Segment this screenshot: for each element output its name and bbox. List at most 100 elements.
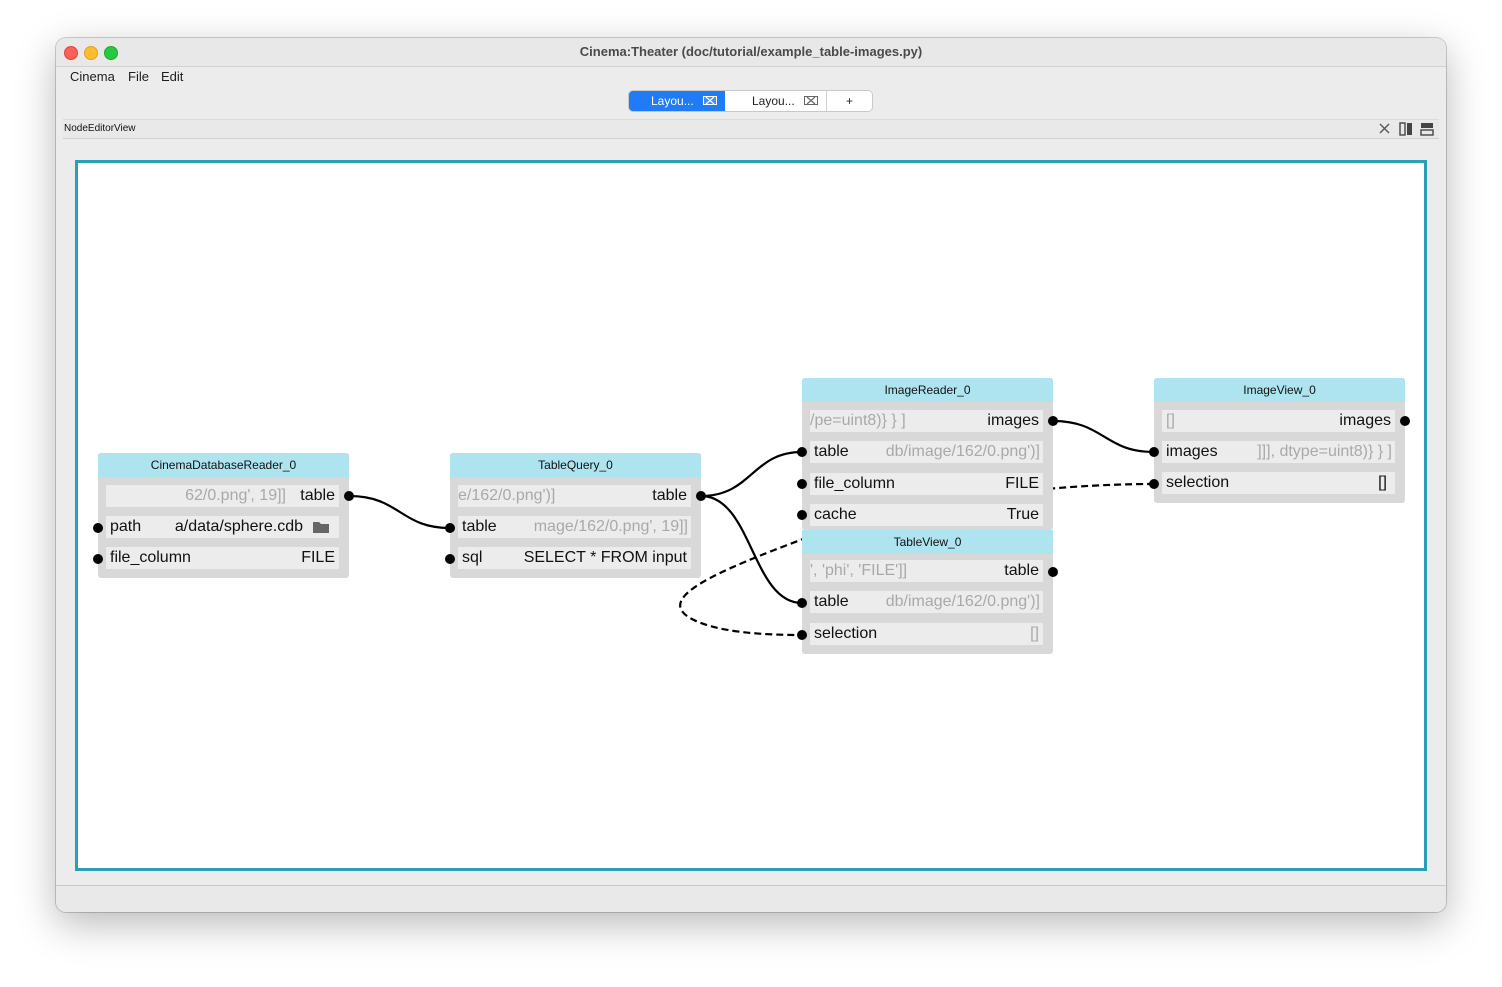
port-value: 62/0.png', 19]] — [185, 487, 286, 504]
input-port-dot[interactable] — [797, 598, 807, 608]
menu-edit[interactable]: Edit — [161, 69, 184, 84]
add-tab-button[interactable]: + — [845, 94, 853, 108]
output-port-dot[interactable] — [696, 491, 706, 501]
port-value: /pe=uint8)} } ] — [810, 412, 906, 429]
port-value[interactable]: FILE — [1005, 475, 1039, 492]
output-port-dot[interactable] — [1048, 416, 1058, 426]
status-bar — [56, 885, 1446, 912]
input-port-row-selection[interactable]: selection [] — [810, 623, 1043, 645]
input-port-dot[interactable] — [445, 554, 455, 564]
node-title: TableView_0 — [802, 530, 1053, 554]
node-title: ImageView_0 — [1154, 378, 1405, 402]
output-port-dot[interactable] — [344, 491, 354, 501]
node-table-view[interactable]: TableView_0 ', 'phi', 'FILE']] table tab… — [802, 530, 1053, 654]
input-port-dot[interactable] — [797, 630, 807, 640]
input-port-row-path[interactable]: path a/data/sphere.cdb — [106, 516, 339, 538]
node-title: CinemaDatabaseReader_0 — [98, 453, 349, 477]
port-label: table — [1004, 562, 1039, 579]
port-value: ]]], dtype=uint8)} } ] — [1257, 443, 1392, 460]
port-value: ', 'phi', 'FILE']] — [810, 562, 908, 579]
port-value[interactable]: FILE — [301, 549, 335, 566]
wire-tq-ir — [700, 450, 803, 498]
output-port-dot[interactable] — [1400, 416, 1410, 426]
input-port-dot[interactable] — [93, 554, 103, 564]
input-port-row-file-column[interactable]: file_column FILE — [106, 547, 339, 569]
port-label: table — [814, 443, 849, 460]
node-image-reader[interactable]: ImageReader_0 /pe=uint8)} } ] images tab… — [802, 378, 1053, 530]
menu-file[interactable]: File — [128, 69, 149, 84]
port-label: selection — [814, 625, 878, 642]
port-value: db/image/162/0.png')] — [885, 593, 1040, 610]
wire-tq-tv — [700, 494, 803, 605]
title-bar[interactable]: Cinema:Theater (doc/tutorial/example_tab… — [56, 38, 1446, 67]
node-image-view[interactable]: ImageView_0 [] images images ]]], dtype=… — [1154, 378, 1405, 503]
input-port-row-table[interactable]: table mage/162/0.png', 19]] — [458, 516, 691, 538]
node-cinema-database-reader[interactable]: CinemaDatabaseReader_0 62/0.png', 19]] t… — [98, 453, 349, 578]
output-port-row-table: e/162/0.png')] table — [458, 485, 691, 507]
port-value[interactable]: True — [1006, 506, 1039, 523]
input-port-row-images[interactable]: images ]]], dtype=uint8)} } ] — [1162, 441, 1395, 463]
layout-tab-bar: Layou... Layou... + — [628, 90, 873, 112]
input-port-dot[interactable] — [1149, 447, 1159, 457]
port-value[interactable]: [] — [1378, 474, 1387, 491]
output-port-row-images: /pe=uint8)} } ] images — [810, 410, 1043, 432]
port-label: file_column — [110, 549, 191, 566]
port-label: file_column — [814, 475, 895, 492]
port-label: table — [814, 593, 849, 610]
port-value: [] — [1030, 625, 1039, 642]
port-value: mage/162/0.png', 19]] — [533, 518, 688, 535]
close-window-button[interactable] — [64, 46, 78, 60]
input-port-dot[interactable] — [797, 479, 807, 489]
input-port-dot[interactable] — [445, 523, 455, 533]
port-value: [] — [1166, 412, 1175, 429]
output-port-row-table: 62/0.png', 19]] table — [106, 485, 339, 507]
close-icon[interactable] — [1378, 122, 1391, 140]
tab-label: Layou... — [752, 94, 795, 108]
input-port-row-table[interactable]: table db/image/162/0.png')] — [810, 441, 1043, 463]
pane-header: NodeEditorView — [63, 119, 1439, 139]
path-value[interactable]: a/data/sphere.cdb — [174, 518, 303, 535]
port-value: e/162/0.png')] — [458, 487, 556, 504]
wire-cdr-tq — [348, 494, 451, 530]
tab-layout-2[interactable]: Layou... — [726, 91, 827, 111]
close-tab-icon[interactable] — [703, 96, 717, 105]
port-label: cache — [814, 506, 857, 523]
menu-cinema[interactable]: Cinema — [70, 69, 115, 84]
output-port-row-table: ', 'phi', 'FILE']] table — [810, 560, 1043, 582]
tab-label: Layou... — [651, 94, 694, 108]
input-port-row-cache[interactable]: cache True — [810, 504, 1043, 526]
port-label: sql — [462, 549, 483, 566]
input-port-row-file-column[interactable]: file_column FILE — [810, 473, 1043, 495]
port-label: images — [987, 412, 1039, 429]
input-port-dot[interactable] — [797, 510, 807, 520]
input-port-dot[interactable] — [797, 447, 807, 457]
pane-title: NodeEditorView — [64, 123, 136, 134]
split-horizontal-icon[interactable] — [1399, 122, 1413, 141]
sql-value[interactable]: SELECT * FROM input — [523, 549, 687, 566]
input-port-row-table[interactable]: table db/image/162/0.png')] — [810, 591, 1043, 613]
minimize-window-button[interactable] — [84, 46, 98, 60]
input-port-row-sql[interactable]: sql SELECT * FROM input — [458, 547, 691, 569]
split-vertical-icon[interactable] — [1420, 122, 1434, 141]
output-port-dot[interactable] — [1048, 567, 1058, 577]
port-label: table — [462, 518, 497, 535]
output-port-row-images: [] images — [1162, 410, 1395, 432]
window-title: Cinema:Theater (doc/tutorial/example_tab… — [579, 44, 923, 59]
menu-bar: Cinema File Edit — [56, 67, 1446, 89]
node-title: ImageReader_0 — [802, 378, 1053, 402]
port-label: path — [110, 518, 142, 535]
node-table-query[interactable]: TableQuery_0 e/162/0.png')] table table … — [450, 453, 701, 578]
wire-ir-iv — [1052, 419, 1155, 454]
maximize-window-button[interactable] — [104, 46, 118, 60]
tab-layout-1[interactable]: Layou... — [629, 91, 725, 111]
port-label: images — [1166, 443, 1218, 460]
port-label: table — [652, 487, 687, 504]
port-label: images — [1339, 412, 1391, 429]
close-tab-icon[interactable] — [804, 96, 818, 105]
node-title: TableQuery_0 — [450, 453, 701, 477]
input-port-dot[interactable] — [93, 523, 103, 533]
input-port-row-selection[interactable]: selection [] — [1162, 472, 1395, 494]
folder-icon[interactable] — [312, 520, 330, 539]
port-label: table — [300, 487, 335, 504]
input-port-dot[interactable] — [1149, 479, 1159, 489]
